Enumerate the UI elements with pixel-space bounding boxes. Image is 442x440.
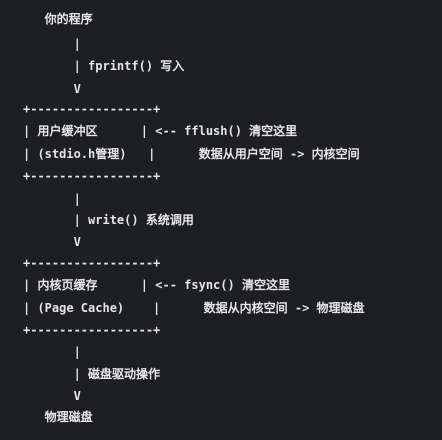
line-arrow-2: V	[23, 235, 81, 249]
line-arrow: V	[23, 82, 81, 96]
line-program: 你的程序	[23, 12, 93, 26]
line-box-top-2: +-----------------+	[23, 256, 161, 270]
line-page-cache: | 内核页缓存 | <-- fsync() 清空这里	[23, 278, 290, 292]
line-disk-driver: | 磁盘驱动操作	[23, 367, 161, 381]
line-write: | write() 系统调用	[23, 213, 194, 227]
line-fprintf: | fprintf() 写入	[23, 59, 185, 73]
line-page-cache-en: | (Page Cache) | 数据从内核空间 -> 物理磁盘	[23, 301, 365, 315]
line-user-buffer: | 用户缓冲区 | <-- fflush() 清空这里	[23, 124, 298, 138]
line-physical-disk: 物理磁盘	[23, 410, 93, 424]
line-box-bottom-2: +-----------------+	[23, 323, 161, 337]
line-pipe-3: |	[23, 345, 81, 359]
line-stdio: | (stdio.h管理) | 数据从用户空间 -> 内核空间	[23, 147, 360, 161]
line-pipe: |	[23, 37, 81, 51]
line-box-top: +-----------------+	[23, 102, 161, 116]
line-arrow-3: V	[23, 389, 81, 403]
line-box-bottom: +-----------------+	[23, 169, 161, 183]
line-pipe-2: |	[23, 192, 81, 206]
